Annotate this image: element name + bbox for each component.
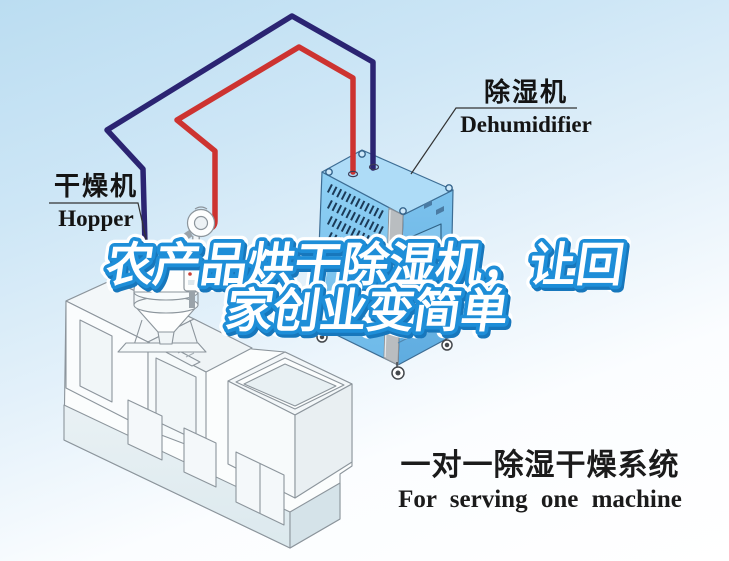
- title-line2: 家创业变简单: [222, 285, 511, 338]
- dryer-callout: 干燥机 Hopper: [40, 172, 152, 231]
- dryer-leader-line: [49, 202, 148, 244]
- system-caption-zh: 一对一除湿干燥系统: [400, 449, 680, 482]
- loader-blower-illustration: [183, 206, 216, 308]
- dehumidifier-label-zh: 除湿机: [483, 77, 568, 107]
- hopper-illustration: [117, 229, 207, 353]
- system-caption: 一对一除湿干燥系统 For serving one machine: [375, 449, 705, 514]
- title-line1-shadow: 农产品烘干除湿机，让回: [105, 242, 629, 295]
- dehumidifier-callout: 除湿机 Dehumidifier: [448, 78, 604, 137]
- dehumidifier-label-en: Dehumidifier: [460, 112, 592, 137]
- dryer-label-en: Hopper: [58, 206, 134, 231]
- return-pipe-navy: [104, 13, 376, 248]
- title-line2-shadow: 家创业变简单: [225, 288, 514, 341]
- title-line1-halo: 农产品烘干除湿机，让回: [103, 239, 627, 292]
- leader-lines: [49, 107, 577, 244]
- dehumidifier-leader-line: [410, 107, 577, 175]
- dehumidifier-illustration: [315, 149, 454, 380]
- system-caption-en: For serving one machine: [398, 486, 682, 513]
- title-line1: 农产品烘干除湿机，让回: [103, 239, 627, 292]
- dryer-label-zh: 干燥机: [53, 171, 138, 201]
- main-title: 农产品烘干除湿机，让回 农产品烘干除湿机，让回 农产品烘干除湿机，让回 家创业变…: [96, 232, 634, 345]
- title-line2-halo: 家创业变简单: [222, 285, 511, 338]
